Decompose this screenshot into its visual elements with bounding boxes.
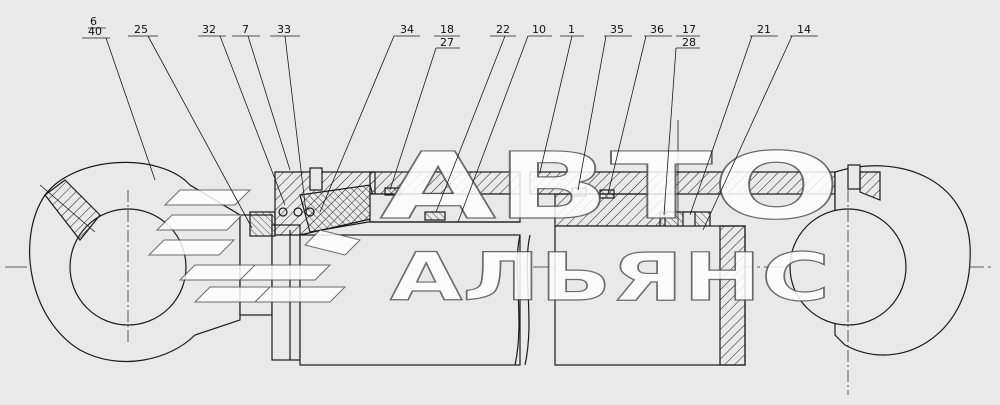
callout-35: 35	[610, 23, 624, 36]
callout-34: 34	[400, 23, 414, 36]
right-eye-mount	[789, 164, 971, 395]
callout-32: 32	[202, 23, 216, 36]
callout-14: 14	[797, 23, 811, 36]
watermark-logo	[147, 189, 361, 303]
left-eye-mount	[29, 161, 241, 363]
callout-labels: 6 40 25 32 7 33 34 18 27 22 10 1 35 36 1…	[88, 15, 811, 49]
callout-17: 17	[682, 23, 696, 36]
watermark-line1: АВТО	[380, 133, 840, 240]
cylinder-head	[249, 167, 381, 237]
watermark: АВТО АЛЬЯНС	[147, 132, 841, 317]
callout-18: 18	[440, 23, 454, 36]
callout-21: 21	[757, 23, 771, 36]
callout-10: 10	[532, 23, 546, 36]
piston	[554, 120, 746, 366]
callout-7: 7	[242, 23, 249, 36]
callout-1: 1	[568, 23, 575, 36]
callout-40: 40	[88, 25, 102, 38]
watermark-line2: АЛЬЯНС	[390, 239, 830, 316]
callout-6: 6	[90, 15, 97, 28]
callout-27: 27	[440, 36, 454, 49]
callout-33: 33	[277, 23, 291, 36]
callout-leaders	[82, 27, 818, 231]
callout-28: 28	[682, 36, 696, 49]
callout-36: 36	[650, 23, 664, 36]
callout-25: 25	[134, 23, 148, 36]
callout-22: 22	[496, 23, 510, 36]
